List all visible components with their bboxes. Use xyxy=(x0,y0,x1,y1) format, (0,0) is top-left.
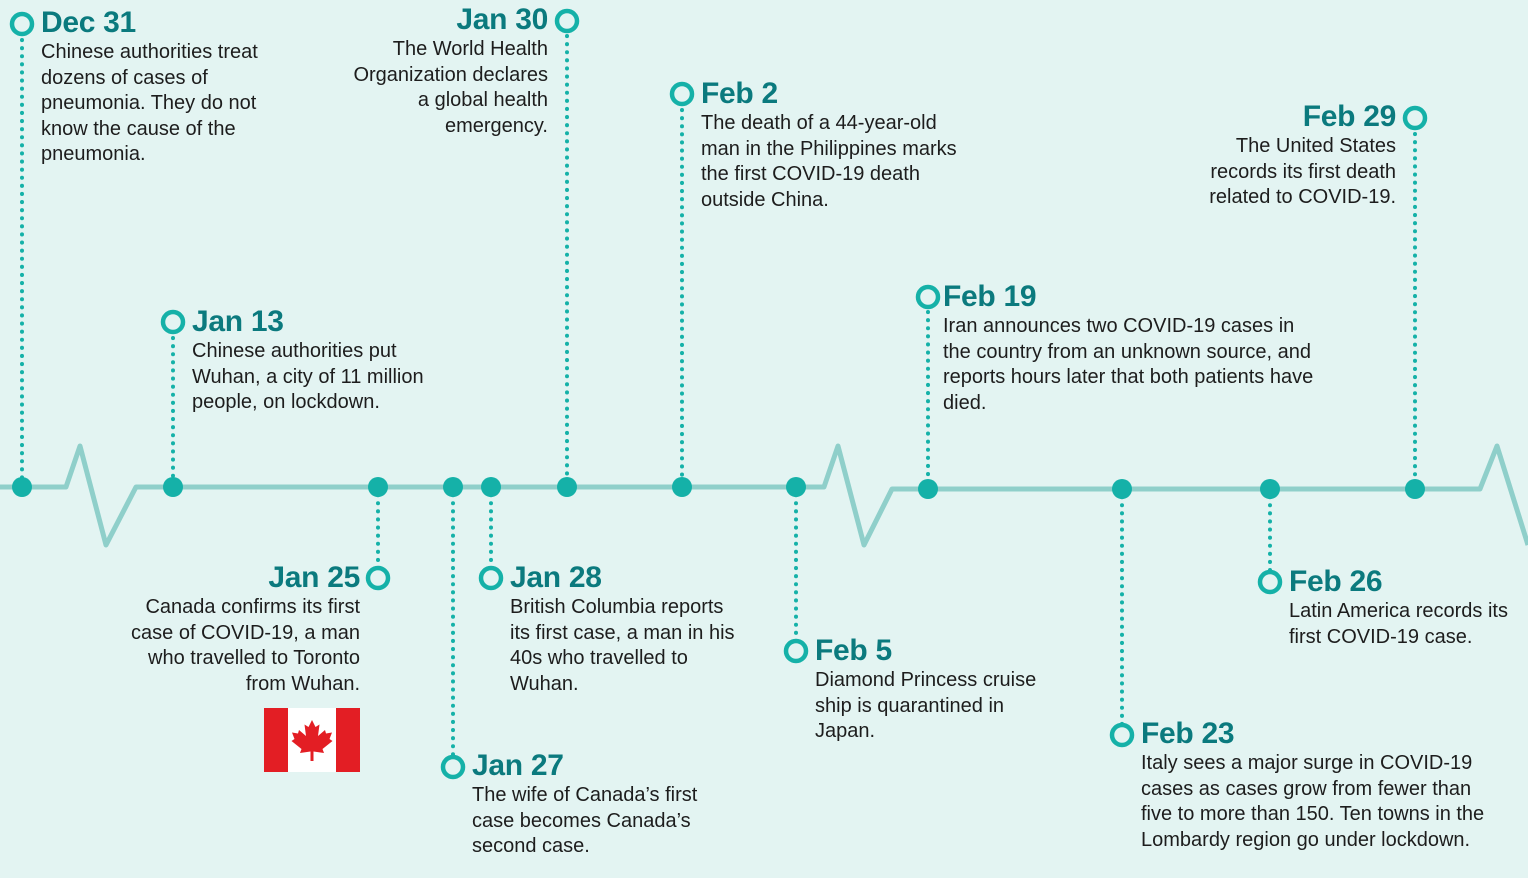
event-description: Latin America records its first COVID-19… xyxy=(1289,600,1508,648)
event-feb2: Feb 2 The death of a 44-year-old man in … xyxy=(701,77,976,213)
timeline-dot-jan30 xyxy=(557,477,577,497)
timeline-dot-feb19 xyxy=(918,479,938,499)
timeline-dot-feb26 xyxy=(1260,479,1280,499)
event-description: The wife of Canada’s first case becomes … xyxy=(472,784,698,857)
timeline-dot-jan25 xyxy=(368,477,388,497)
event-description: Diamond Princess cruise ship is quaranti… xyxy=(815,669,1037,742)
event-date: Jan 27 xyxy=(472,749,564,782)
event-feb29: Feb 29 The United States records its fir… xyxy=(1166,100,1396,211)
timeline-dot-jan28 xyxy=(481,477,501,497)
event-description: Italy sees a major surge in COVID-19 cas… xyxy=(1141,752,1485,851)
event-date: Jan 13 xyxy=(192,305,284,338)
event-description: The World Health Organization declares a… xyxy=(353,38,548,137)
ring-marker-feb29 xyxy=(1402,105,1428,131)
ring-marker-feb26 xyxy=(1257,569,1283,595)
ring-marker-feb5 xyxy=(783,638,809,664)
event-date: Jan 28 xyxy=(510,561,602,594)
timeline-dot-feb2 xyxy=(672,477,692,497)
event-description: The United States records its first deat… xyxy=(1209,135,1396,208)
ring-marker-dec31 xyxy=(9,11,35,37)
event-date: Jan 25 xyxy=(268,561,360,594)
event-jan13: Jan 13 Chinese authorities put Wuhan, a … xyxy=(192,305,462,416)
event-date: Dec 31 xyxy=(41,6,136,39)
event-dec31: Dec 31 Chinese authorities treat dozens … xyxy=(41,6,291,168)
event-date: Feb 23 xyxy=(1141,717,1235,750)
event-feb5: Feb 5 Diamond Princess cruise ship is qu… xyxy=(815,634,1040,745)
event-description: Canada confirms its first case of COVID-… xyxy=(131,596,360,695)
event-jan27: Jan 27 The wife of Canada’s first case b… xyxy=(472,749,712,860)
timeline-dot-jan13 xyxy=(163,477,183,497)
timeline-dot-jan27 xyxy=(443,477,463,497)
ring-marker-jan30 xyxy=(554,8,580,34)
canada-flag-icon xyxy=(264,708,360,772)
event-date: Feb 19 xyxy=(943,280,1037,313)
timeline-dot-feb29 xyxy=(1405,479,1425,499)
ring-marker-feb23 xyxy=(1109,722,1135,748)
event-date: Feb 5 xyxy=(815,634,892,667)
event-date: Feb 2 xyxy=(701,77,778,110)
event-date: Feb 29 xyxy=(1302,100,1397,133)
event-feb26: Feb 26 Latin America records its first C… xyxy=(1289,565,1524,650)
ring-marker-feb19 xyxy=(915,284,941,310)
event-description: British Columbia reports its first case,… xyxy=(510,596,735,695)
event-feb19: Feb 19 Iran announces two COVID-19 cases… xyxy=(943,280,1318,416)
timeline-dot-feb5 xyxy=(786,477,806,497)
timeline-dot-feb23 xyxy=(1112,479,1132,499)
event-date: Feb 26 xyxy=(1289,565,1383,598)
event-description: Chinese authorities treat dozens of case… xyxy=(41,41,258,165)
ring-marker-jan27 xyxy=(440,754,466,780)
ring-marker-jan13 xyxy=(160,309,186,335)
event-date: Jan 30 xyxy=(456,3,548,36)
ring-marker-jan28 xyxy=(478,565,504,591)
ring-marker-jan25 xyxy=(365,565,391,591)
event-jan25: Jan 25 Canada confirms its first case of… xyxy=(120,561,360,697)
event-description: Chinese authorities put Wuhan, a city of… xyxy=(192,340,424,413)
event-description: The death of a 44-year-old man in the Ph… xyxy=(701,112,957,211)
ring-marker-feb2 xyxy=(669,81,695,107)
maple-leaf-icon xyxy=(291,720,333,761)
event-description: Iran announces two COVID-19 cases in the… xyxy=(943,315,1314,414)
event-feb23: Feb 23 Italy sees a major surge in COVID… xyxy=(1141,717,1496,853)
timeline-dot-dec31 xyxy=(12,477,32,497)
event-jan28: Jan 28 British Columbia reports its firs… xyxy=(510,561,740,697)
timeline-line xyxy=(0,443,1528,548)
event-jan30: Jan 30 The World Health Organization dec… xyxy=(348,3,548,139)
